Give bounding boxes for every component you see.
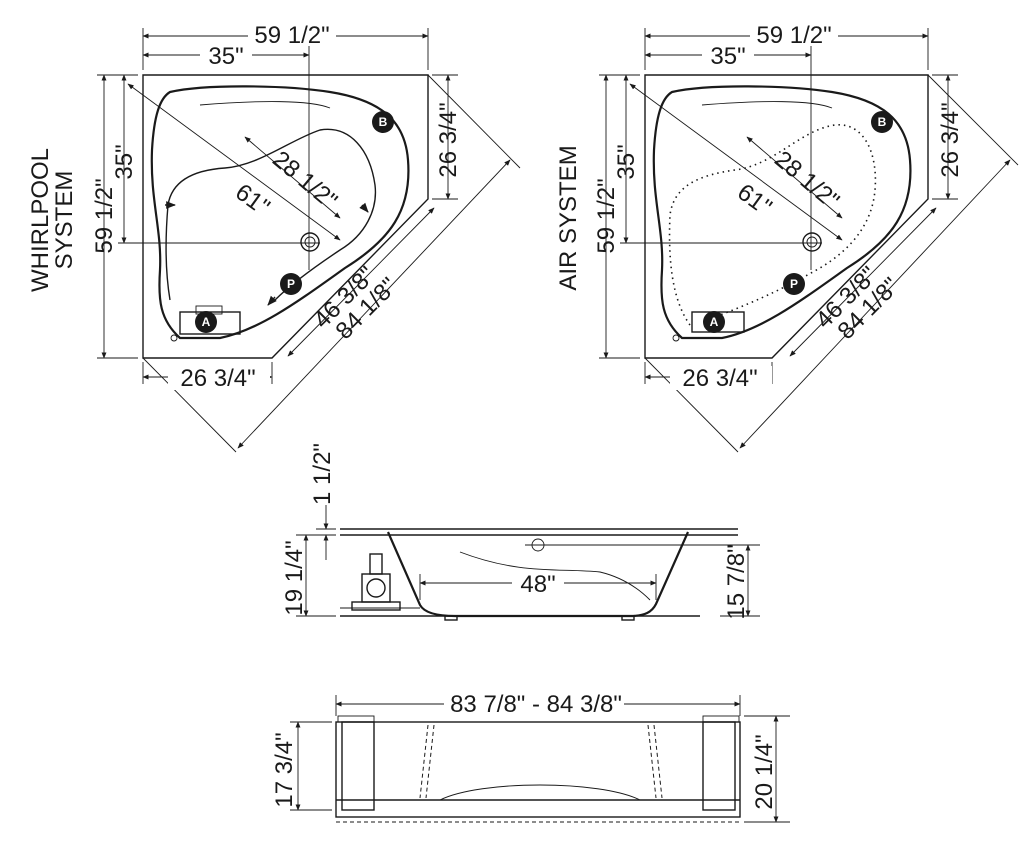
dim-overall-width: 59 1/2"	[254, 22, 329, 49]
whirlpool-plan	[97, 28, 521, 453]
air-dim-side-offset: 26 3/4"	[937, 102, 964, 177]
marker-b: B	[372, 111, 394, 133]
air-dim-depth-offset: 35"	[613, 144, 640, 179]
air-dim-inner-diagonal: 28 1/2"	[769, 146, 844, 215]
air-dim-corner-offset: 35"	[710, 43, 745, 70]
dim-left-height: 17 3/4"	[271, 732, 298, 807]
svg-text:A: A	[202, 315, 211, 329]
whirlpool-label-line1: WHIRLPOOL	[27, 148, 54, 292]
marker-p: P	[280, 273, 302, 295]
air-system-label: AIR SYSTEM	[555, 145, 582, 290]
svg-text:P: P	[790, 277, 798, 291]
dim-overall-depth: 59 1/2"	[91, 178, 118, 253]
dim-right-height: 20 1/4"	[751, 734, 778, 809]
pump-side	[351, 553, 401, 611]
air-system-plan	[599, 28, 1019, 453]
whirlpool-label-line2: SYSTEM	[51, 171, 78, 270]
svg-text:B: B	[379, 115, 388, 129]
dim-rim: 1 1/2"	[309, 443, 336, 505]
air-dim-overall-width: 59 1/2"	[756, 22, 831, 49]
svg-text:A: A	[710, 315, 719, 329]
svg-text:B: B	[878, 115, 887, 129]
air-dim-overall-depth: 59 1/2"	[593, 178, 620, 253]
dim-total-height: 19 1/4"	[281, 540, 308, 615]
dim-floor-length: 48"	[520, 571, 555, 598]
dim-bottom-offset: 26 3/4"	[180, 365, 255, 392]
air-marker-a: A	[703, 311, 725, 333]
dim-width-range: 83 7/8" - 84 3/8"	[450, 691, 622, 718]
dim-corner-offset: 35"	[208, 43, 243, 70]
dim-depth-offset: 35"	[111, 144, 138, 179]
marker-a: A	[195, 311, 217, 333]
air-marker-b: B	[871, 111, 893, 133]
air-dim-diagonal: 61"	[732, 179, 776, 222]
air-marker-p: P	[783, 273, 805, 295]
air-dim-bottom-offset: 26 3/4"	[682, 365, 757, 392]
dim-inner-height: 15 7/8"	[723, 544, 750, 619]
svg-text:P: P	[287, 277, 295, 291]
side-elevation	[296, 505, 760, 621]
dim-inner-diagonal: 28 1/2"	[267, 146, 342, 215]
dim-side-offset: 26 3/4"	[435, 102, 462, 177]
dim-diagonal: 61"	[230, 179, 274, 222]
